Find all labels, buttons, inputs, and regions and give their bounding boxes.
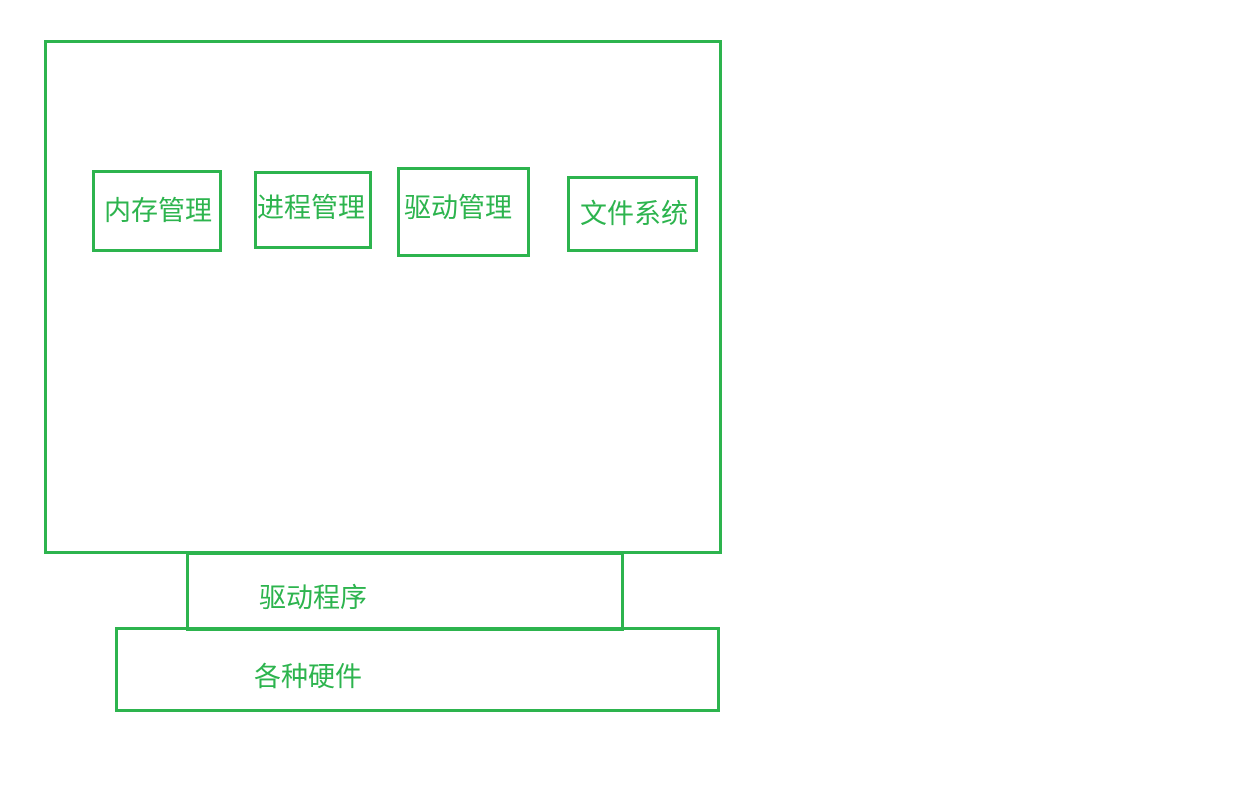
memory-management-box bbox=[92, 170, 222, 252]
file-system-box bbox=[567, 176, 698, 252]
driver-management-label: 驱动管理 bbox=[404, 193, 512, 224]
hardware-layer-label: 各种硬件 bbox=[254, 662, 362, 693]
process-management-box bbox=[254, 171, 372, 249]
process-management-label: 进程管理 bbox=[257, 193, 365, 224]
driver-layer-box bbox=[186, 552, 624, 631]
hardware-layer-box bbox=[115, 627, 720, 712]
kernel-box bbox=[44, 40, 722, 554]
file-system-label: 文件系统 bbox=[580, 199, 688, 230]
driver-layer-label: 驱动程序 bbox=[259, 583, 367, 614]
driver-management-box bbox=[397, 167, 530, 257]
memory-management-label: 内存管理 bbox=[104, 196, 212, 227]
